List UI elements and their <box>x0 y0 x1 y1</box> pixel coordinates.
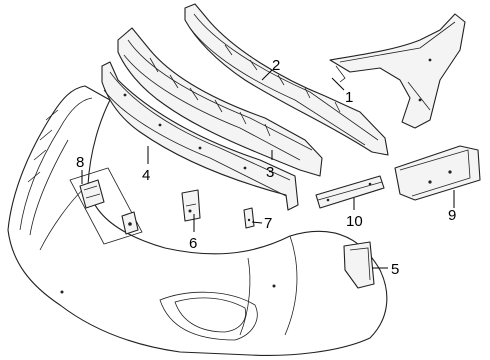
leader-1 <box>331 77 345 91</box>
leader-lines <box>81 69 455 269</box>
part-5-corner-bracket <box>343 241 375 289</box>
leader-2 <box>261 69 273 81</box>
part-4-reinforcement-beam <box>101 61 299 211</box>
part-8-sensor-bracket-group <box>69 167 143 245</box>
part-10-rail <box>315 175 385 209</box>
part-7-clip <box>243 207 255 229</box>
callout-7: 7 <box>264 215 272 232</box>
callout-6: 6 <box>189 235 197 252</box>
callout-3: 3 <box>266 164 274 181</box>
part-6-small-bracket <box>181 189 201 222</box>
part-9-mounting-bracket <box>394 145 481 201</box>
leader-7 <box>251 221 263 224</box>
part-2-upper-carrier <box>184 3 389 156</box>
callout-4: 4 <box>142 167 150 184</box>
part-3-energy-absorber <box>117 27 323 177</box>
callout-9: 9 <box>448 207 456 224</box>
part-1-side-bracket <box>329 13 466 129</box>
callout-1: 1 <box>345 89 353 106</box>
bumper-cover <box>7 85 388 356</box>
callout-labels: 1 2 3 4 5 6 7 8 9 10 <box>76 57 456 278</box>
callout-2: 2 <box>272 57 280 74</box>
callout-5: 5 <box>391 261 399 278</box>
callout-10: 10 <box>346 213 363 230</box>
callout-8: 8 <box>76 154 84 171</box>
